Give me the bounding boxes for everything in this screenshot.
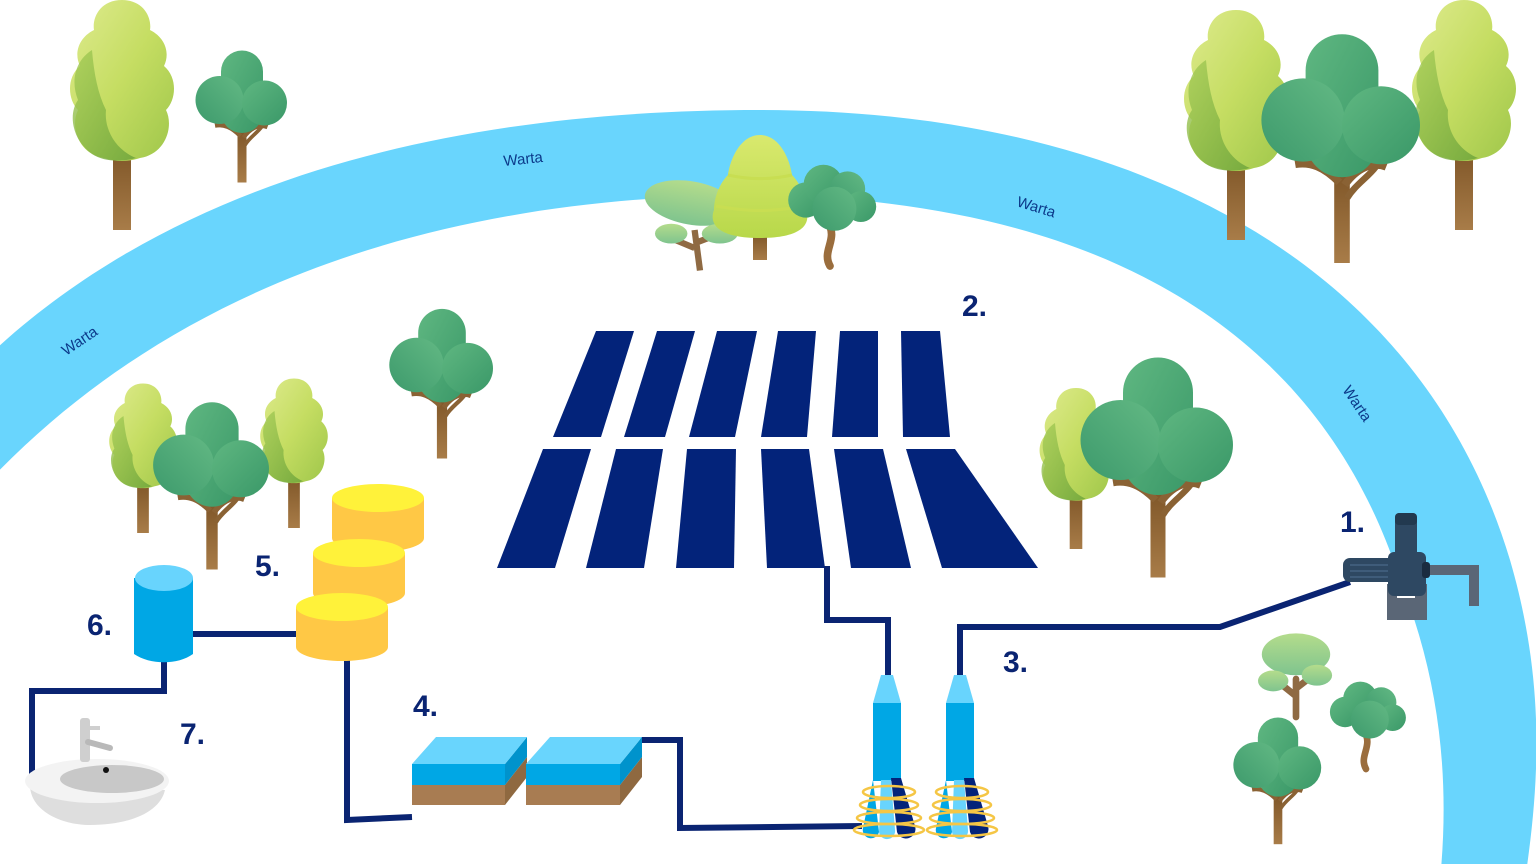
tree-icon bbox=[196, 51, 288, 183]
pipes bbox=[29, 566, 1351, 832]
step-label-3: 3. bbox=[1003, 646, 1028, 679]
step-label-2: 2. bbox=[962, 290, 987, 323]
solar-panel bbox=[676, 449, 736, 568]
tank-icon bbox=[332, 484, 424, 552]
tree-icon bbox=[1233, 717, 1321, 844]
pipe-filter-to-beds bbox=[640, 737, 863, 832]
tank-icon bbox=[296, 593, 388, 661]
solar-panel bbox=[761, 331, 816, 437]
solar-panel bbox=[553, 331, 634, 437]
step-label-5: 5. bbox=[255, 550, 280, 583]
filter-column-icon bbox=[852, 675, 926, 840]
river-label: Warta bbox=[503, 149, 545, 170]
step-label-6: 6. bbox=[87, 609, 112, 642]
filter-bed-icon bbox=[526, 737, 642, 805]
water-tower-icon bbox=[134, 565, 193, 663]
tree-icon bbox=[260, 378, 328, 528]
intake-pump-icon bbox=[1343, 513, 1479, 620]
solar-panel bbox=[832, 331, 878, 437]
pipe-beds-to-tanks bbox=[344, 657, 413, 824]
storage-tanks bbox=[296, 484, 424, 661]
step-label-7: 7. bbox=[180, 718, 205, 751]
solar-panel bbox=[497, 449, 591, 568]
pine-tree-icon bbox=[712, 135, 808, 260]
step-label-4: 4. bbox=[413, 690, 438, 723]
solar-panel bbox=[834, 449, 911, 568]
tree-icon bbox=[1261, 34, 1420, 263]
solar-panel bbox=[586, 449, 663, 568]
pipe-panel-to-filter bbox=[824, 566, 891, 675]
sand-filter-beds bbox=[412, 737, 642, 805]
pipe-pump-to-filter bbox=[957, 579, 1351, 675]
filter-bed-icon bbox=[412, 737, 527, 805]
solar-panel bbox=[624, 331, 695, 437]
solar-panel bbox=[906, 449, 1038, 568]
solar-panel bbox=[901, 331, 950, 437]
filter-column-icon bbox=[925, 675, 999, 840]
tree-icon bbox=[1081, 358, 1234, 578]
pipe-tower-to-sink bbox=[29, 660, 167, 778]
solar-panel-field bbox=[497, 331, 1038, 568]
tree-icon bbox=[1330, 682, 1406, 769]
tree-cluster-center bbox=[644, 135, 876, 271]
sink-icon bbox=[25, 718, 169, 825]
tree-icon bbox=[1412, 0, 1516, 230]
tree-icon bbox=[644, 180, 738, 271]
tree-icon bbox=[1258, 633, 1332, 717]
solar-panel bbox=[689, 331, 757, 437]
solar-panel bbox=[761, 449, 825, 568]
filter-columns bbox=[852, 675, 999, 840]
tree-icon bbox=[70, 0, 174, 230]
step-label-1: 1. bbox=[1340, 506, 1365, 539]
tree-icon bbox=[389, 309, 493, 459]
